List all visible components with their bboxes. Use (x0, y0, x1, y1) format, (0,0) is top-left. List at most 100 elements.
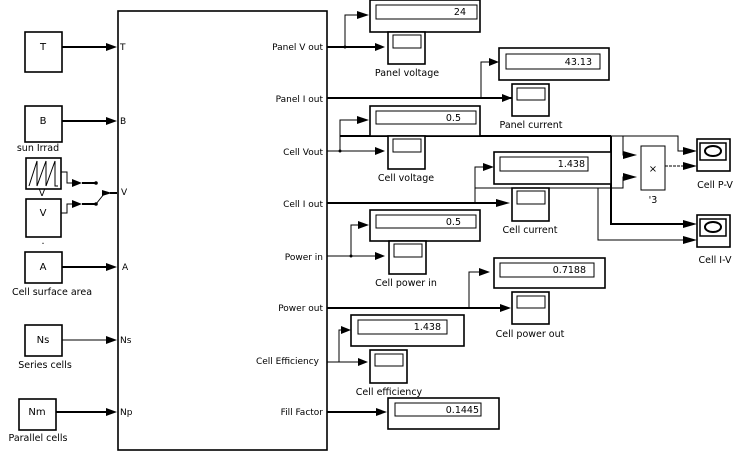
scope-panel-current[interactable] (511, 83, 550, 117)
sun-irrad-label: sun Irrad (17, 143, 59, 154)
wire-power-in-branch (350, 224, 360, 256)
scope-screen-icon (393, 243, 423, 258)
ramp-label: V (39, 188, 46, 199)
scope-screen-icon (516, 190, 546, 205)
scope-label: Cell efficiency (356, 387, 423, 398)
output-port-power-in: Power in (285, 253, 323, 263)
xy-curve-icon (704, 221, 722, 233)
input-port-A: A (122, 263, 129, 273)
series-cells-label: Series cells (18, 360, 72, 371)
constant-Nm-text: Nm (28, 407, 45, 418)
switch-contact-1 (94, 181, 98, 185)
scope-label: Cell current (502, 225, 557, 236)
constant-V-text: V (40, 208, 47, 219)
wire-cell-v-branch (339, 119, 358, 151)
arrow-icon (683, 220, 697, 228)
output-port-power-out: Power out (278, 304, 323, 314)
display-cell-current[interactable]: 1.438 (493, 151, 612, 185)
display-power-in[interactable]: 0.5 (369, 209, 481, 242)
display-panel-voltage[interactable]: 24 (369, 0, 481, 33)
output-port-cell-i: Cell I out (283, 200, 323, 210)
scope-cell-current[interactable] (511, 187, 550, 222)
arrow-icon (106, 408, 117, 416)
output-port-cell-v: Cell Vout (283, 148, 323, 158)
input-port-B: B (120, 117, 126, 127)
arrow-icon (375, 252, 385, 260)
scope-screen-icon (516, 295, 546, 309)
arrow-icon (106, 117, 117, 125)
display-panel-current[interactable]: 43.13 (498, 47, 610, 81)
product-label: '3 (649, 195, 658, 206)
arrow-icon (502, 94, 512, 102)
arrow-icon (483, 163, 494, 171)
constant-block-Nm[interactable]: Nm (18, 398, 57, 431)
wire-to-product-1 (611, 135, 630, 156)
scope-label: Cell power out (496, 329, 565, 340)
arrow-icon (375, 43, 385, 51)
constant-Ns-text: Ns (37, 335, 50, 346)
scope-label: Cell power in (375, 278, 437, 289)
input-port-Np: Np (120, 408, 133, 418)
arrow-icon (489, 58, 499, 66)
scope-label: Panel voltage (375, 68, 439, 79)
scope-label: Cell voltage (378, 173, 434, 184)
wire-cell-i-branch (474, 166, 485, 203)
output-port-fill-factor: Fill Factor (281, 408, 324, 418)
xy-graph-label: Cell I-V (699, 255, 732, 266)
display-cell-efficiency[interactable]: 1.438 (350, 314, 465, 347)
xy-graph-label: Cell P-V (697, 180, 733, 191)
arrow-icon (683, 147, 697, 155)
constant-block-V[interactable]: V (25, 198, 62, 238)
constant-block-B[interactable]: B (24, 105, 63, 143)
arrow-icon (72, 200, 82, 208)
arrow-icon (683, 236, 697, 244)
xy-graph-cell-pv[interactable] (696, 138, 731, 172)
constant-B-text: B (40, 116, 47, 127)
scope-cell-power-in[interactable] (388, 240, 427, 275)
input-port-Ns: Ns (120, 336, 132, 346)
constant-block-A[interactable]: A (24, 251, 63, 284)
scope-screen-icon (392, 34, 422, 49)
wire-panel-v-branch (344, 14, 359, 47)
wire-to-iv-2 (597, 188, 688, 241)
arrow-icon (496, 199, 510, 207)
output-port-cell-efficiency: Cell Efficiency (256, 357, 320, 367)
constant-block-T[interactable]: T (24, 31, 63, 73)
arrow-icon (341, 326, 351, 334)
arrow-icon (683, 162, 697, 170)
scope-screen-icon (516, 87, 546, 101)
arrow-icon (357, 11, 369, 19)
scope-cell-efficiency[interactable] (369, 349, 408, 384)
parallel-cells-label: Parallel cells (9, 433, 68, 444)
display-value: 0.7188 (553, 265, 586, 276)
constant-T-text: T (39, 42, 47, 53)
v-const-label: . (41, 236, 44, 247)
manual-switch[interactable] (95, 190, 117, 205)
display-fill-factor[interactable]: 0.1445 (387, 397, 500, 430)
display-value: 1.438 (558, 159, 585, 170)
arrow-icon (500, 304, 511, 312)
arrow-icon (106, 263, 117, 271)
sawtooth-icon (28, 160, 58, 187)
arrow-icon (358, 221, 369, 229)
xy-graph-cell-iv[interactable] (696, 214, 731, 248)
constant-block-Ns[interactable]: Ns (24, 324, 63, 357)
display-value: 43.13 (565, 57, 592, 68)
constant-A-text: A (40, 262, 47, 273)
product-block[interactable]: × (640, 145, 666, 191)
display-value: 24 (454, 7, 466, 18)
wire-power-out-branch (468, 271, 481, 308)
scope-cell-voltage[interactable] (387, 135, 426, 170)
scope-label: Panel current (500, 120, 563, 131)
cell-surface-area-label: Cell surface area (12, 287, 92, 298)
scope-panel-voltage[interactable] (387, 31, 426, 65)
scope-cell-power-out[interactable] (511, 291, 550, 325)
repeating-sequence-block[interactable] (25, 157, 62, 190)
pv-subsystem-block[interactable] (117, 10, 328, 451)
arrow-icon (479, 268, 490, 276)
arrow-icon (357, 116, 369, 124)
display-cell-voltage[interactable]: 0.5 (369, 105, 481, 137)
display-power-out[interactable]: 0.7188 (493, 257, 606, 289)
arrow-icon (358, 358, 368, 366)
